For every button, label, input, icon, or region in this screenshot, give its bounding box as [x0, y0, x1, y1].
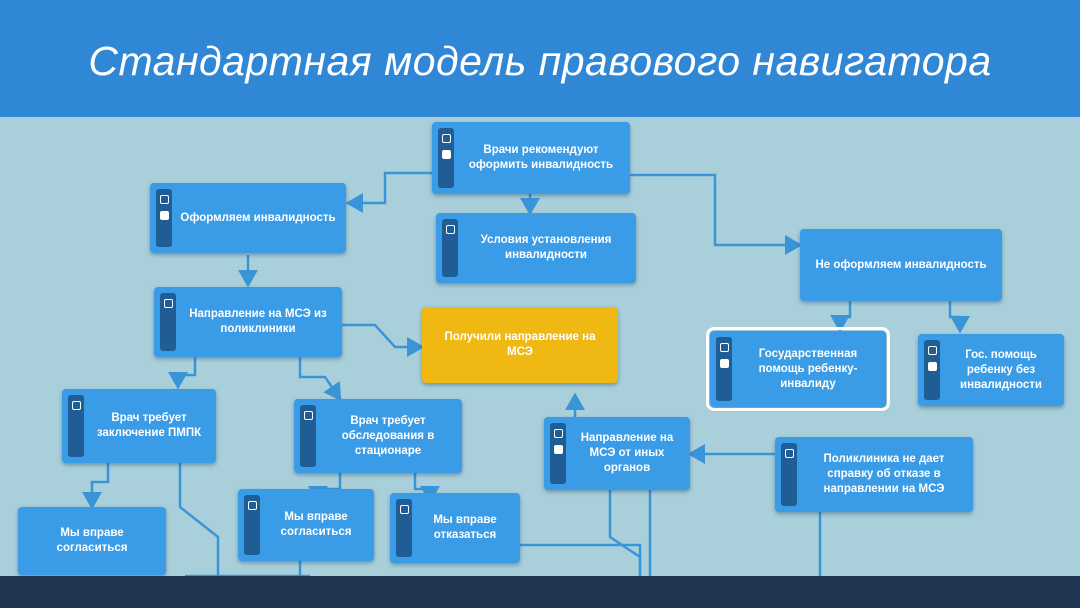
node-sidebar [300, 405, 316, 467]
node-doctors-recommend[interactable]: Врачи рекомендуют оформить инвалидность [432, 122, 630, 194]
node-label: Условия установления инвалидности [480, 234, 612, 261]
slide-header: Стандартная модель правового навигатора [0, 0, 1080, 117]
navigator-diagram: Врачи рекомендуют оформить инвалидность … [0, 117, 1080, 576]
chat-icon [442, 134, 451, 143]
node-clinic-refuses[interactable]: Поликлиника не дает справку об отказе в … [775, 437, 973, 512]
node-refuse[interactable]: Мы вправе отказаться [390, 493, 520, 563]
node-label: Врачи рекомендуют оформить инвалидность [468, 144, 614, 171]
node-state-help-no-disability[interactable]: Гос. помощь ребенку без инвалидности [918, 334, 1064, 406]
node-label: Получили направление на МСЭ [444, 331, 596, 358]
node-label: Мы вправе согласиться [56, 527, 128, 554]
chat-icon [160, 195, 169, 204]
node-referral-other[interactable]: Направление на МСЭ от иных органов [544, 417, 690, 490]
node-agree-1[interactable]: Мы вправе согласиться [18, 507, 166, 575]
connector-lines [82, 171, 970, 576]
node-register-disability[interactable]: Оформляем инвалидность [150, 183, 346, 253]
node-label: Мы вправе согласиться [280, 511, 352, 538]
node-not-register[interactable]: Не оформляем инвалидность [800, 229, 1002, 301]
node-agree-2[interactable]: Мы вправе согласиться [238, 489, 374, 561]
node-referral-clinic[interactable]: Направление на МСЭ из поликлиники [154, 287, 342, 357]
document-icon [160, 211, 169, 220]
slide-title: Стандартная модель правового навигатора [88, 38, 992, 84]
document-icon [554, 445, 563, 454]
node-sidebar [781, 443, 797, 506]
chat-icon [720, 343, 729, 352]
document-icon [720, 359, 729, 368]
node-label: Врач требует обследования в стационаре [341, 414, 435, 457]
node-label: Гос. помощь ребенку без инвалидности [960, 348, 1042, 391]
node-label: Государственная помощь ребенку-инвалиду [758, 347, 858, 390]
node-doctor-pmpk[interactable]: Врач требует заключение ПМПК [62, 389, 216, 463]
node-sidebar [924, 340, 940, 400]
chat-icon [72, 401, 81, 410]
chat-icon [785, 449, 794, 458]
node-label: Не оформляем инвалидность [815, 258, 987, 271]
node-label: Врач требует заключение ПМПК [96, 412, 202, 439]
document-icon [928, 362, 937, 371]
node-sidebar [156, 189, 172, 247]
node-received-referral[interactable]: Получили направление на МСЭ [422, 307, 618, 383]
node-label: Направление на МСЭ из поликлиники [189, 308, 327, 335]
document-icon [446, 225, 455, 234]
node-conditions[interactable]: Условия установления инвалидности [436, 213, 636, 283]
chat-icon [304, 411, 313, 420]
node-sidebar [160, 293, 176, 351]
document-icon [442, 150, 451, 159]
chat-icon [928, 346, 937, 355]
slide-footer [0, 576, 1080, 608]
node-label: Мы вправе отказаться [433, 514, 497, 541]
document-icon [164, 299, 173, 308]
document-icon [248, 501, 257, 510]
node-doctor-hospital[interactable]: Врач требует обследования в стационаре [294, 399, 462, 473]
document-icon [400, 505, 409, 514]
node-state-help-disabled[interactable]: Государственная помощь ребенку-инвалиду [706, 327, 890, 411]
node-label: Поликлиника не дает справку об отказе в … [823, 453, 945, 495]
node-sidebar [68, 395, 84, 457]
node-sidebar [396, 499, 412, 557]
node-sidebar [716, 337, 732, 401]
node-sidebar [442, 219, 458, 277]
node-sidebar [244, 495, 260, 555]
node-label: Направление на МСЭ от иных органов [580, 432, 674, 474]
node-label: Оформляем инвалидность [180, 211, 336, 224]
chat-icon [554, 429, 563, 438]
node-sidebar [550, 423, 566, 484]
node-sidebar [438, 128, 454, 188]
